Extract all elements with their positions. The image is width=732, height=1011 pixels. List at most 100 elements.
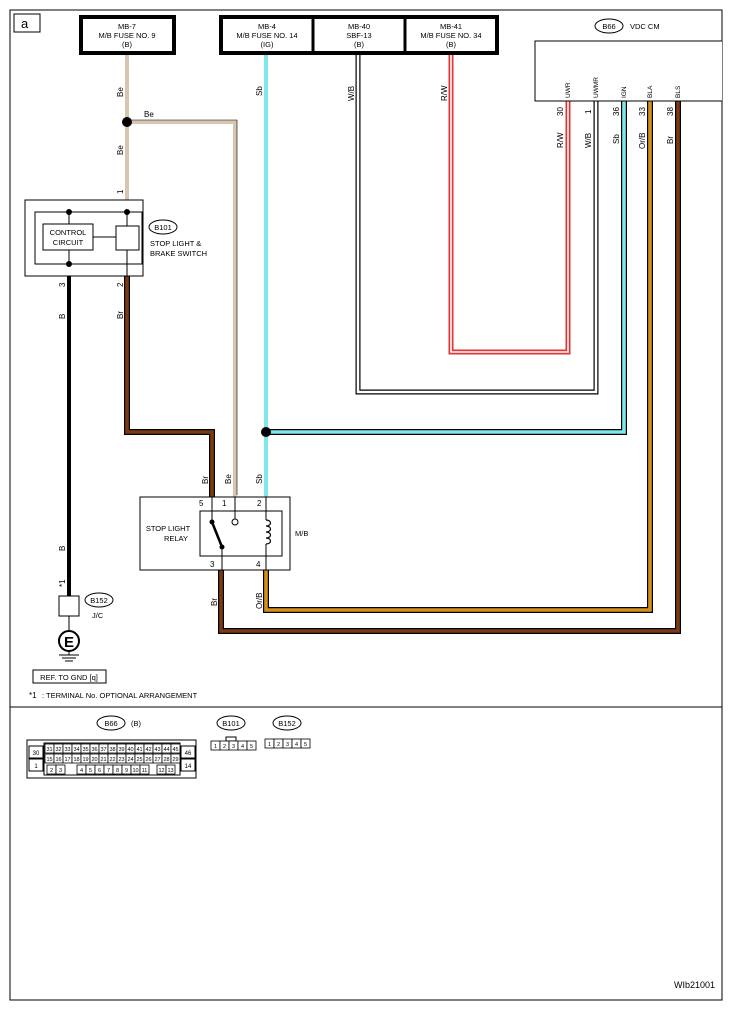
svg-text:21: 21 <box>100 757 106 763</box>
svg-text:39: 39 <box>118 747 124 753</box>
svg-text:37: 37 <box>100 747 106 753</box>
b66-pin-9: 9 <box>121 764 132 775</box>
vdc-wire-rw: R/W <box>556 132 565 148</box>
b101-pin-3: 3 <box>228 740 239 751</box>
relay-pin-1: 1 <box>222 499 227 508</box>
control-circuit-line1: CONTROL <box>50 228 87 237</box>
svg-text:13: 13 <box>167 768 173 774</box>
stop-light-relay: STOP LIGHT RELAY M/B 5 1 2 3 4 <box>139 496 308 571</box>
relay-switch-arm <box>210 521 224 548</box>
wire-br-switch-fill <box>125 276 214 497</box>
b101-connector-id: B101 <box>154 223 172 232</box>
b66-pin-26: 26 <box>143 753 154 764</box>
outer-frame <box>9 9 723 1001</box>
fuse-mb40-line3: (B) <box>354 40 365 49</box>
svg-text:1: 1 <box>268 742 271 748</box>
vdc-connector-id: B66 <box>602 22 615 31</box>
b66-pin-18: 18 <box>71 753 82 764</box>
svg-text:16: 16 <box>55 757 61 763</box>
b66-pin-25: 25 <box>134 753 145 764</box>
b152-pin-4: 4 <box>291 738 302 749</box>
b66-pin-32: 32 <box>53 743 64 754</box>
b152-pin-2: 2 <box>273 738 284 749</box>
wire-br-switch <box>124 276 215 497</box>
svg-text:32: 32 <box>55 747 61 753</box>
b101-connector-oval <box>148 219 178 235</box>
b66-pin-35: 35 <box>80 743 91 754</box>
svg-text:28: 28 <box>163 757 169 763</box>
b66-side-right-0: 46 <box>185 751 192 757</box>
b66-pin-16: 16 <box>53 753 64 764</box>
svg-text:4: 4 <box>80 768 83 774</box>
wire-wb-inner <box>356 53 598 394</box>
svg-text:17: 17 <box>64 757 70 763</box>
svg-text:6: 6 <box>98 768 101 774</box>
svg-text:33: 33 <box>64 747 70 753</box>
control-circuit-line2: CIRCUIT <box>53 238 84 247</box>
vdc-pin-name-ign: IGN <box>621 86 628 98</box>
b66-pin-11: 11 <box>139 764 150 775</box>
brake-switch-name-line1: STOP LIGHT & <box>150 239 201 248</box>
footnote-mark: *1 <box>29 691 37 700</box>
junction-connector: B152 J/C E <box>58 592 114 662</box>
b66-pin-7: 7 <box>103 764 114 775</box>
svg-text:26: 26 <box>145 757 151 763</box>
svg-text:5: 5 <box>250 744 253 750</box>
svg-text:19: 19 <box>82 757 88 763</box>
wire-sb-vdc-fill <box>266 101 626 434</box>
b66-pin-39: 39 <box>116 743 127 754</box>
b66-pin-24: 24 <box>125 753 136 764</box>
fuse-mb7-line3: (B) <box>122 40 133 49</box>
b152-pin-1: 1 <box>264 738 275 749</box>
b66-pin-41: 41 <box>134 743 145 754</box>
wire-label-be-branch: Be <box>144 110 154 119</box>
wire-be-branch-edge <box>129 119 238 495</box>
svg-text:9: 9 <box>125 768 128 774</box>
svg-text:3: 3 <box>286 742 289 748</box>
b66-pin-36: 36 <box>89 743 100 754</box>
svg-text:8: 8 <box>116 768 119 774</box>
b66-pin-42: 42 <box>143 743 154 754</box>
svg-text:34: 34 <box>73 747 79 753</box>
frame-label: a <box>21 16 29 31</box>
vdc-wire-br: Br <box>666 136 675 144</box>
b101-view-label: B101 <box>222 719 240 728</box>
svg-text:29: 29 <box>172 757 178 763</box>
ref-to-gnd-label: REF. TO GND [q] <box>40 673 98 682</box>
fuse-mb40-line1: MB-40 <box>348 22 370 31</box>
svg-text:2: 2 <box>50 768 53 774</box>
wire-label-be-top: Be <box>116 87 125 97</box>
b66-side-right-1: 14 <box>185 764 192 770</box>
relay-pin-2: 2 <box>257 499 262 508</box>
b66-pin-45: 45 <box>170 743 181 754</box>
b66-pin-23: 23 <box>116 753 127 764</box>
ground-e-label: E <box>64 634 74 651</box>
vdc-wire-wb: W/B <box>584 133 593 148</box>
svg-text:38: 38 <box>109 747 115 753</box>
b66-view-suffix: (B) <box>131 719 142 728</box>
b66-side-left-0: 30 <box>33 751 40 757</box>
note-mark-wire: *1 <box>58 579 67 587</box>
wire-label-relay-orb-out: Or/B <box>255 593 264 609</box>
svg-text:1: 1 <box>214 744 217 750</box>
b66-pin-20: 20 <box>89 753 100 764</box>
fuse-mb7-line2: M/B FUSE NO. 9 <box>98 31 155 40</box>
svg-text:7: 7 <box>107 768 110 774</box>
ref-to-gnd[interactable]: REF. TO GND [q] <box>32 669 107 684</box>
wire-label-be-switch: Be <box>116 145 125 155</box>
b66-pin-17: 17 <box>62 753 73 764</box>
brake-switch-pin-1: 1 <box>116 189 125 194</box>
b66-pin-28: 28 <box>161 753 172 764</box>
wire-label-sb-top: Sb <box>255 86 264 96</box>
b101-pin-5: 5 <box>246 740 257 751</box>
svg-text:4: 4 <box>241 744 244 750</box>
b66-side-left-1: 1 <box>34 764 38 770</box>
b66-pin-2: 2 <box>46 764 57 775</box>
svg-text:3: 3 <box>59 768 62 774</box>
b66-pin-37: 37 <box>98 743 109 754</box>
wire-label-relay-br: Br <box>201 476 210 484</box>
fuse-mb4-line1: MB-4 <box>258 22 276 31</box>
